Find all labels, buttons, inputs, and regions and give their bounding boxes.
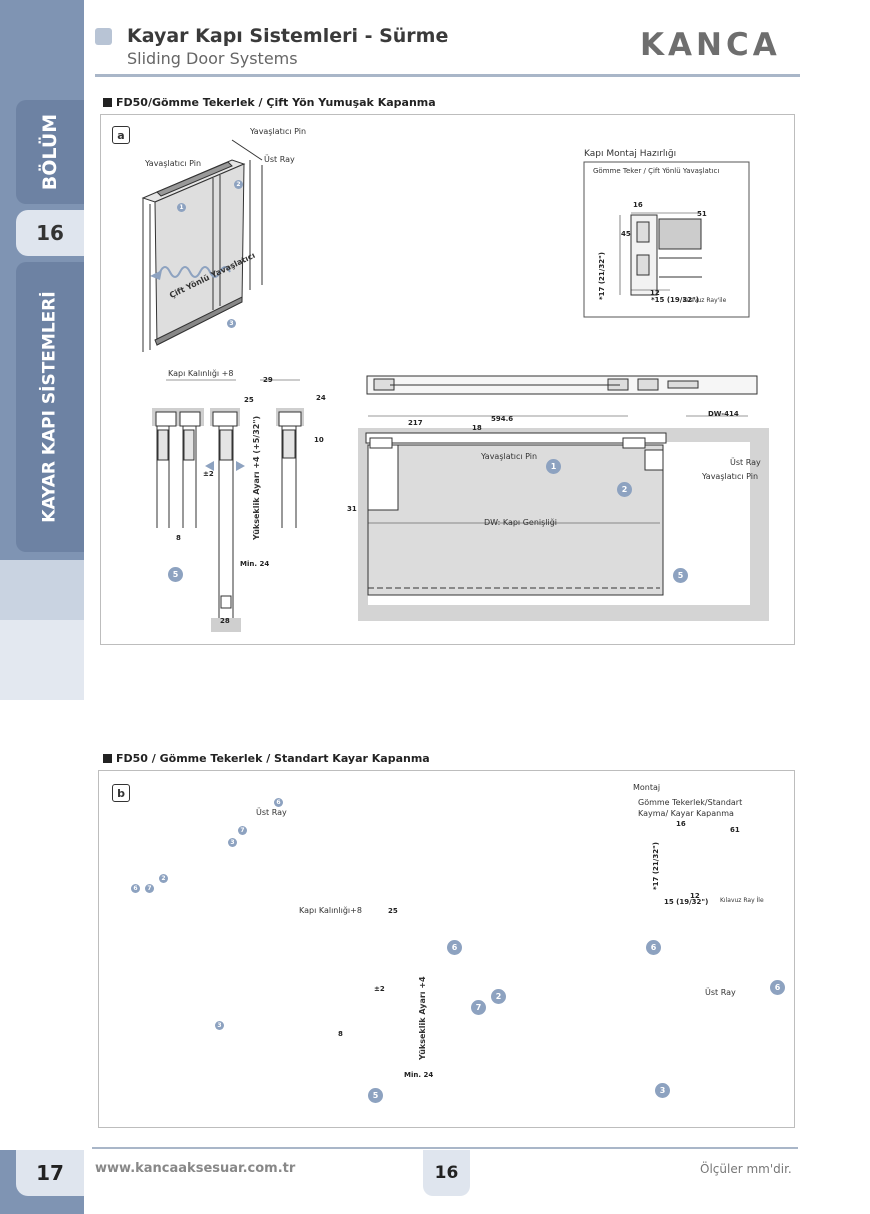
- a-dim-594: 594.6: [491, 415, 514, 423]
- page-subtitle: Sliding Door Systems: [127, 49, 298, 68]
- a-dim-8: 8: [176, 534, 181, 542]
- a-label-pin-left: Yavaşlatıcı Pin: [145, 159, 202, 168]
- a-callout: 5: [168, 567, 183, 582]
- a-label-door-thickness: Kapı Kalınlığı +8: [168, 369, 234, 378]
- b-guide-rail-note: Kılavuz Ray İle: [720, 897, 764, 904]
- section-b-badge: b: [112, 784, 130, 802]
- a-label-pin-right: Yavaşlatıcı Pin: [702, 472, 759, 481]
- a-dim-29: 29: [263, 376, 273, 384]
- sidebar-section-number: 16: [16, 210, 84, 256]
- a-dim-25: 25: [244, 396, 254, 404]
- b-mounting-box-title: Gömme Tekerlek/Standart Kayma/ Kayar Kap…: [638, 798, 743, 818]
- a-dim-10: 10: [314, 436, 324, 444]
- b-callout: 2: [159, 874, 168, 883]
- sidebar-panel-top: [16, 100, 84, 204]
- a-callout: 2: [234, 180, 243, 189]
- b-label-door-thickness: Kapı Kalınlığı+8: [299, 906, 362, 915]
- a-mounting-title: Kapı Montaj Hazırlığı: [584, 149, 677, 159]
- a-callout: 2: [617, 482, 632, 497]
- a-dim-dw414: DW-414: [708, 410, 739, 418]
- b-callout: 7: [238, 826, 247, 835]
- b-callout: 7: [471, 1000, 486, 1015]
- a-dim-217: 217: [408, 419, 423, 427]
- b-label-upper-rail-top: Üst Ray: [256, 808, 287, 817]
- b-callout: 6: [131, 884, 140, 893]
- a-callout: 5: [673, 568, 688, 583]
- a-section-views: [152, 408, 304, 632]
- a-label-pin-top: Yavaşlatıcı Pin: [250, 127, 307, 136]
- section-a-badge: a: [112, 126, 130, 144]
- footer-divider: [92, 1147, 798, 1149]
- section-b-title: FD50 / Gömme Tekerlek / Standart Kayar K…: [103, 752, 430, 765]
- b-dim-min24: Min. 24: [404, 1071, 434, 1079]
- b-label-height-adjust: Yükseklik Ayarı +4: [418, 976, 427, 1060]
- brand-logo: KANCA: [640, 27, 781, 63]
- a-callout: 1: [177, 203, 186, 212]
- b-dim-25: 25: [388, 907, 398, 915]
- a-label-door-width: DW: Kapı Genişliği: [484, 518, 558, 527]
- b-dim-12: 12: [690, 892, 700, 900]
- b-callout: 2: [491, 989, 506, 1004]
- b-callout: 7: [145, 884, 154, 893]
- a-label-upper-rail-top: Üst Ray: [264, 155, 295, 164]
- section-b-figure: [98, 770, 795, 1128]
- a-label-height-adjust: Yükseklik Ayarı +4 (+5/32"): [252, 415, 261, 540]
- b-callout: 6: [274, 798, 283, 807]
- b-callout: 3: [655, 1083, 670, 1098]
- footer-page-number: 16: [423, 1150, 470, 1196]
- a-dim-28: 28: [220, 617, 230, 625]
- section-a-title: FD50/Gömme Tekerlek / Çift Yön Yumuşak K…: [103, 96, 436, 109]
- page-title: Kayar Kapı Sistemleri - Sürme: [127, 25, 449, 47]
- header-square-icon: [95, 28, 112, 45]
- sidebar-fade-light: [0, 620, 84, 700]
- a-label-upper-rail-right: Üst Ray: [730, 458, 761, 467]
- a-callout: 1: [546, 459, 561, 474]
- b-callout: 5: [368, 1088, 383, 1103]
- a-dim-16: 16: [633, 201, 643, 209]
- a-dim-18: 18: [472, 424, 482, 432]
- a-dim-12: 12: [650, 289, 660, 297]
- b-callout: 6: [770, 980, 785, 995]
- b-dim-pm2: ±2: [374, 985, 385, 993]
- a-dim-31: 31: [347, 505, 357, 513]
- footer-units-note: Ölçüler mm'dir.: [700, 1162, 792, 1176]
- a-callout: 3: [227, 319, 236, 328]
- b-dim-8: 8: [338, 1030, 343, 1038]
- header-divider: [95, 74, 800, 77]
- b-callout: 6: [447, 940, 462, 955]
- b-callout: 3: [215, 1021, 224, 1030]
- a-guide-rail-note: Kılavuz Ray'ile: [683, 297, 727, 304]
- a-iso-door: [141, 139, 263, 352]
- a-label-pin-mid: Yavaşlatıcı Pin: [481, 452, 538, 461]
- footer-left-page-number: 17: [16, 1150, 84, 1196]
- footer-website-link[interactable]: www.kancaaksesuar.com.tr: [95, 1161, 296, 1176]
- a-dim-min24: Min. 24: [240, 560, 270, 568]
- b-dim-17: *17 (21/32"): [652, 842, 660, 890]
- a-dim-45: 45: [621, 230, 631, 238]
- b-mounting-title: Montaj: [633, 783, 661, 792]
- a-dim-24: 24: [316, 394, 326, 402]
- sidebar-panel-bottom: [16, 262, 84, 552]
- a-front-elevation: [358, 375, 769, 621]
- a-dim-pm2: ±2: [203, 470, 214, 478]
- b-callout: 6: [646, 940, 661, 955]
- b-dim-15: 15 (19/32"): [664, 898, 709, 906]
- b-label-upper-rail-right: Üst Ray: [705, 988, 736, 997]
- b-dim-61: 61: [730, 826, 740, 834]
- a-dim-17: *17 (21/32"): [598, 252, 606, 300]
- b-dim-16: 16: [676, 820, 686, 828]
- a-mounting-box-title: Gömme Teker / Çift Yönlü Yavaşlatıcı: [593, 167, 720, 175]
- b-callout: 3: [228, 838, 237, 847]
- a-dim-15: *15 (19/32"): [651, 296, 699, 304]
- a-dim-51: 51: [697, 210, 707, 218]
